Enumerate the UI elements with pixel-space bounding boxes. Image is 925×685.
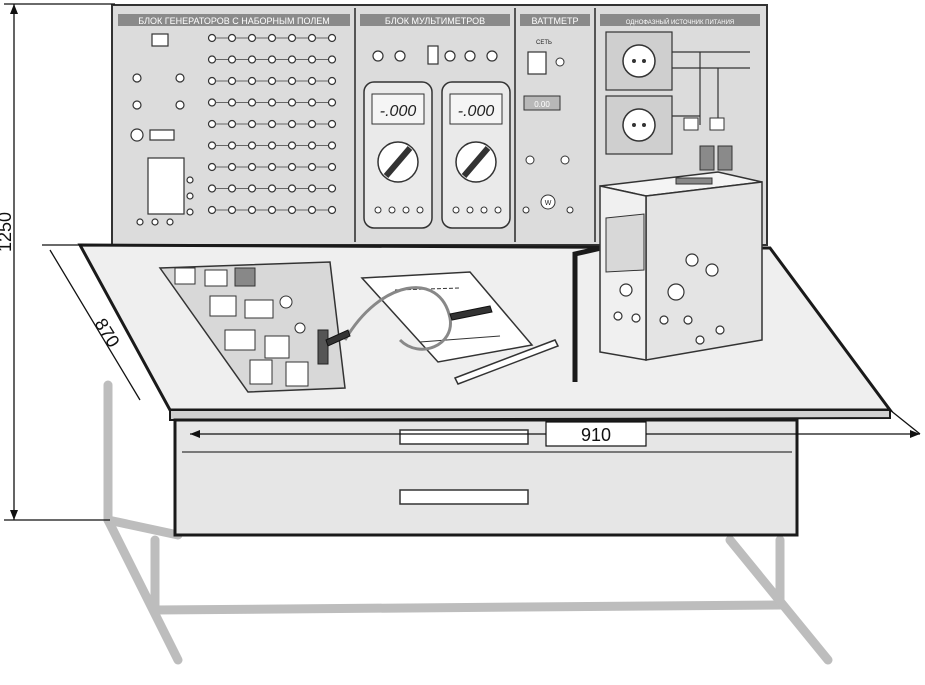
patch-socket xyxy=(327,119,337,129)
oscilloscope xyxy=(599,171,763,361)
wattmeter-display: 0.00 xyxy=(534,100,550,109)
patch-socket xyxy=(287,98,297,107)
multimeter-block-title: БЛОК МУЛЬТИМЕТРОВ xyxy=(385,16,485,26)
wattmeter-net-label: СЕТЬ xyxy=(536,40,552,46)
patch-socket xyxy=(307,33,317,43)
probe-cables xyxy=(343,286,452,351)
patch-socket xyxy=(267,205,277,215)
patch-socket xyxy=(327,55,337,64)
patch-socket xyxy=(287,162,297,172)
patch-socket xyxy=(227,33,237,43)
patch-socket xyxy=(227,98,237,107)
patch-socket xyxy=(327,205,337,215)
patch-socket xyxy=(287,55,297,64)
wattmeter-block-title: ВАТТМЕТР xyxy=(532,16,579,26)
patch-socket xyxy=(207,76,217,86)
patch-socket xyxy=(227,55,237,64)
patch-socket xyxy=(247,33,257,43)
patch-socket xyxy=(327,184,337,193)
patch-socket xyxy=(287,119,297,129)
drawer-handle-bottom[interactable] xyxy=(399,489,529,505)
power-block-title: ОДНОФАЗНЫЙ ИСТОЧНИК ПИТАНИЯ xyxy=(626,18,734,26)
patch-socket xyxy=(207,55,217,64)
patch-socket xyxy=(287,184,297,193)
patch-socket xyxy=(267,98,277,107)
patch-field xyxy=(207,33,337,215)
patch-socket xyxy=(207,205,217,215)
width-label-box xyxy=(545,421,647,447)
probes xyxy=(325,305,560,385)
patch-socket xyxy=(207,184,217,193)
patch-socket xyxy=(207,119,217,129)
patch-socket xyxy=(267,162,277,172)
patch-socket xyxy=(327,98,337,107)
patch-socket xyxy=(287,205,297,215)
patch-socket xyxy=(247,184,257,193)
patch-socket xyxy=(247,162,257,172)
patch-socket xyxy=(207,162,217,172)
circuit-board xyxy=(158,261,346,393)
patch-socket xyxy=(307,184,317,193)
patch-socket xyxy=(227,76,237,86)
patch-socket xyxy=(247,76,257,86)
patch-socket xyxy=(287,33,297,43)
patch-socket xyxy=(267,55,277,64)
multimeter-2-display: -.000 xyxy=(458,103,495,120)
power-supply xyxy=(605,31,750,171)
patch-socket xyxy=(287,76,297,86)
wattmeter: СЕТЬ 0.00 W xyxy=(522,40,574,214)
patch-socket xyxy=(307,119,317,129)
patch-socket xyxy=(267,184,277,193)
multimeter-2: -.000 xyxy=(441,81,511,229)
patch-socket xyxy=(267,33,277,43)
patch-socket xyxy=(207,33,217,43)
dimension-width: 910 xyxy=(581,425,611,445)
patch-socket xyxy=(247,55,257,64)
drawer-unit xyxy=(173,418,799,537)
multimeter-jacks xyxy=(372,45,498,65)
patch-socket xyxy=(327,76,337,86)
table-back-rail xyxy=(572,243,611,382)
patch-socket xyxy=(287,141,297,150)
patch-socket xyxy=(227,205,237,215)
patch-socket xyxy=(307,162,317,172)
patch-socket xyxy=(267,76,277,86)
patch-socket xyxy=(247,119,257,129)
dimension-arrows xyxy=(10,4,920,520)
table-frame xyxy=(103,380,833,665)
patch-socket xyxy=(227,162,237,172)
svg-text:W: W xyxy=(545,200,552,207)
generator-controls xyxy=(130,33,194,226)
patch-socket xyxy=(267,119,277,129)
patch-socket xyxy=(207,141,217,150)
patch-socket xyxy=(327,33,337,43)
generator-block-title: БЛОК ГЕНЕРАТОРОВ С НАБОРНЫМ ПОЛЕМ xyxy=(138,16,330,26)
multimeter-1: -.000 xyxy=(363,81,433,229)
patch-socket xyxy=(307,205,317,215)
patch-socket xyxy=(247,141,257,150)
multimeter-1-display: -.000 xyxy=(380,103,417,120)
patch-socket xyxy=(327,141,337,150)
patch-socket xyxy=(307,141,317,150)
patch-socket xyxy=(227,184,237,193)
patch-socket xyxy=(247,205,257,215)
patch-socket xyxy=(227,141,237,150)
patch-socket xyxy=(327,162,337,172)
patch-socket xyxy=(267,141,277,150)
patch-socket xyxy=(227,119,237,129)
patch-socket xyxy=(247,98,257,107)
dimension-height: 1250 xyxy=(0,212,15,252)
drawer-handle-top[interactable] xyxy=(399,429,529,445)
patch-socket xyxy=(307,55,317,64)
dimension-depth: 870 xyxy=(91,315,124,351)
patch-socket xyxy=(307,76,317,86)
patch-socket xyxy=(207,98,217,107)
patch-socket xyxy=(307,98,317,107)
